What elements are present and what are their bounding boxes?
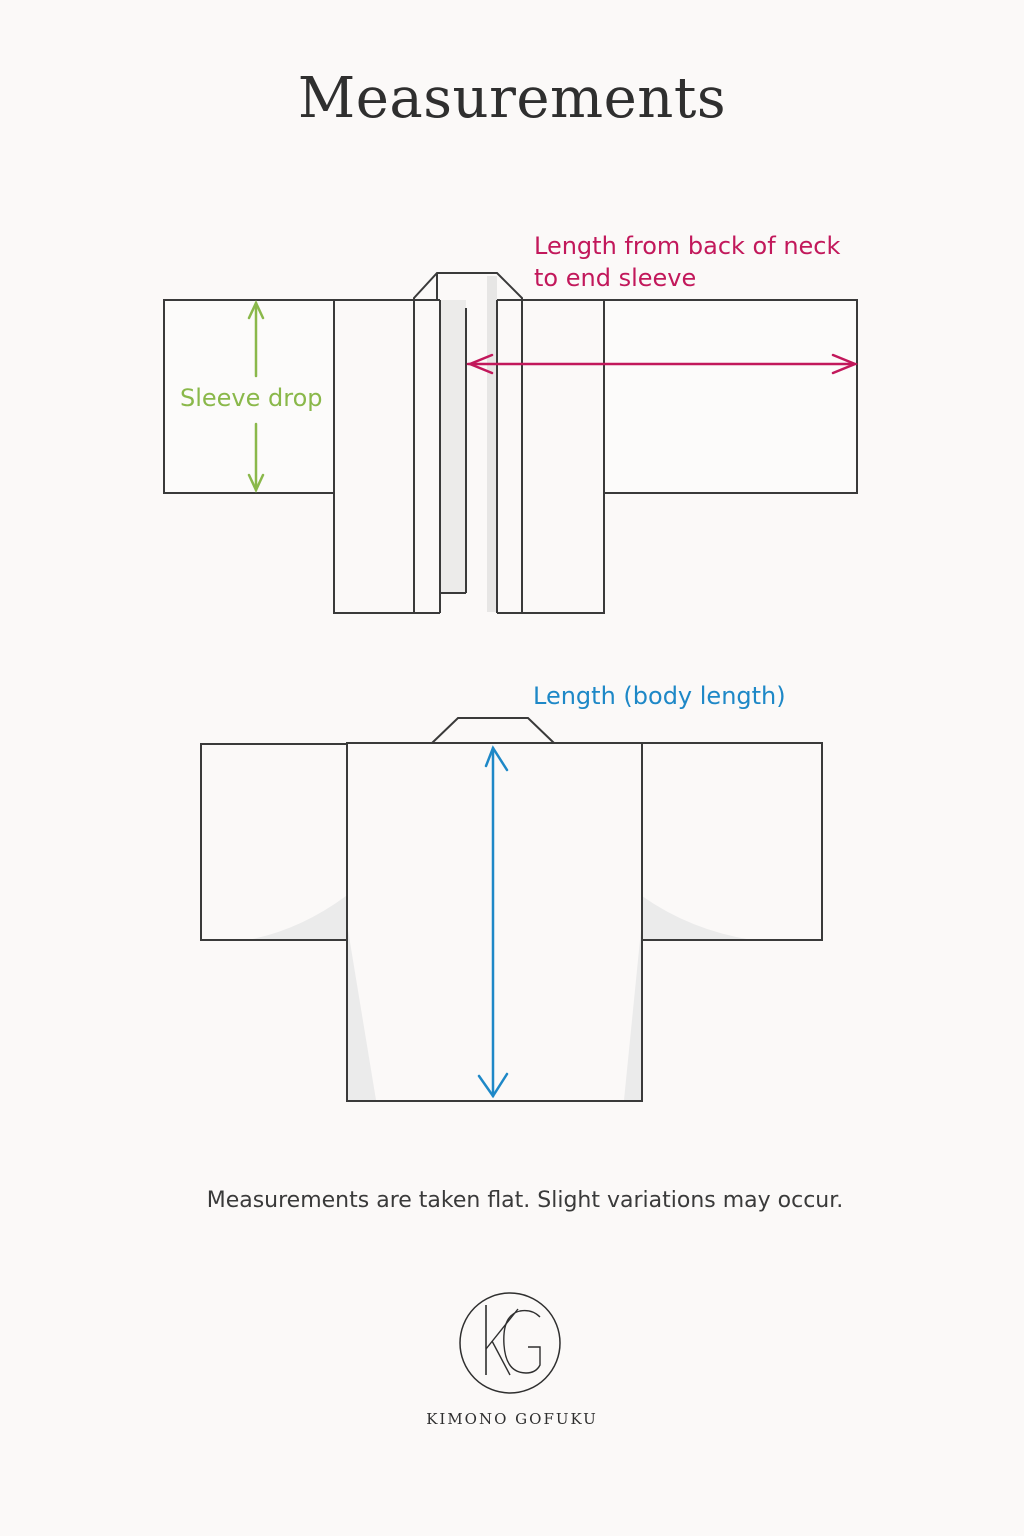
front-left-sleeve bbox=[163, 299, 335, 494]
body-length-label: Length (body length) bbox=[533, 682, 786, 710]
neck-to-sleeve-label-line1: Length from back of neck bbox=[534, 232, 841, 260]
measurement-note: Measurements are taken flat. Slight vari… bbox=[206, 1188, 844, 1213]
sleeve-drop-arrow bbox=[247, 300, 265, 493]
neck-to-sleeve-arrow bbox=[466, 353, 859, 375]
back-view-garment bbox=[200, 717, 823, 1102]
brand-logo bbox=[459, 1292, 561, 1394]
back-body bbox=[346, 742, 643, 1102]
front-left-panel bbox=[333, 299, 415, 614]
brand-name: KIMONO GOFUKU bbox=[426, 1410, 598, 1428]
back-collar bbox=[431, 717, 555, 744]
sleeve-drop-label: Sleeve drop bbox=[180, 384, 323, 412]
front-right-panel bbox=[521, 299, 605, 614]
neck-to-sleeve-label-line2: to end sleeve bbox=[534, 264, 697, 292]
page-title: Measurements bbox=[297, 66, 727, 131]
back-right-sleeve bbox=[641, 742, 823, 941]
neck-to-sleeve-label: Length from back of neck to end sleeve bbox=[534, 230, 840, 294]
front-right-sleeve bbox=[603, 299, 858, 494]
body-length-arrow bbox=[477, 745, 509, 1099]
front-view-garment bbox=[163, 272, 858, 614]
